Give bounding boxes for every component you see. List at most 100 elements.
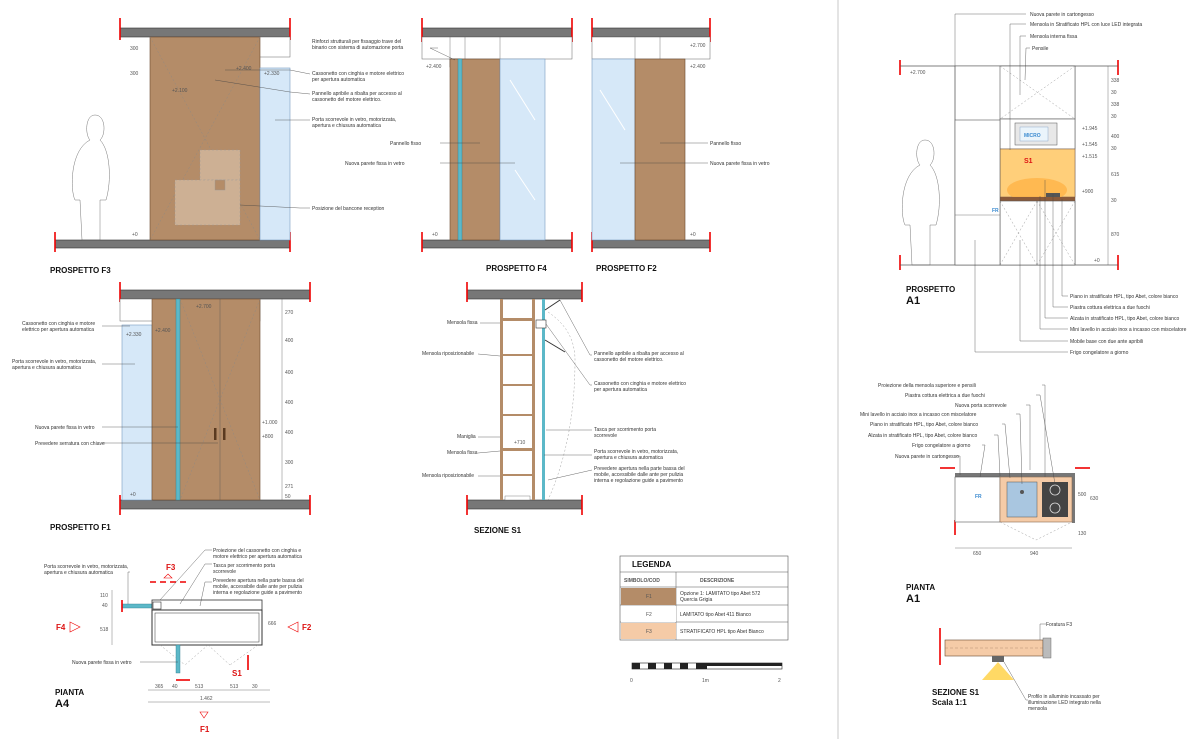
legend-col2: DESCRIZIONE: [700, 578, 735, 584]
dim-a4-518: 518: [100, 627, 109, 633]
dim-a4-666: 666: [268, 621, 277, 627]
label-s1-12: Porta scorrevole in vetro, motorizzata,: [594, 449, 678, 455]
label-s1d-4: mensola: [1028, 706, 1047, 712]
label-f1-4: apertura e chiusura automatica: [12, 365, 81, 371]
level-f2-2: +2.400: [690, 64, 706, 70]
dim-a4-110: 110: [100, 593, 108, 599]
scale-0: 0: [630, 678, 633, 684]
label-a4-10: Nuova parete fissa in vetro: [72, 660, 132, 666]
label-f3-4: cassonetto del motore elettrico.: [312, 97, 381, 103]
title-f2: PROSPETTO F2: [596, 264, 657, 273]
sink-icon: [1006, 481, 1038, 518]
dim-a4-b0: 365: [155, 684, 164, 690]
label-s1-10: Tasca per scorrimento porta: [594, 427, 656, 433]
elevation-f3: 300 300 +2.400 +2.100 +2.330 +0 Cassonet…: [50, 18, 404, 275]
level-a1-4: +1.515: [1082, 154, 1098, 160]
marker-f2-icon: [287, 621, 299, 633]
legend-col1: SIMBOLO/COD: [624, 578, 660, 584]
marker-a4-f2: F2: [302, 623, 312, 632]
label-s1-9: per apertura automatica: [594, 387, 647, 393]
section-s1-detail: Foratura F3 Profilo in alluminio incassa…: [932, 622, 1101, 712]
dim-a4-b1: 40: [172, 684, 178, 690]
dim-a1-0: 338: [1111, 78, 1120, 84]
legend-code-f2: F2: [646, 612, 652, 618]
label-a4-1: Porta scorrevole in vetro, motorizzata,: [44, 564, 128, 570]
label-f3-5: Porta scorrevole in vetro, motorizzata,: [312, 117, 396, 123]
label-a4-9: interna e regolazione guide a pavimento: [213, 590, 302, 596]
label-f3-1: Cassonetto con cinghia e motore elettric…: [312, 71, 404, 77]
hob-icon: [1042, 482, 1068, 517]
marker-f3-icon: [163, 573, 173, 579]
label-a1p-4: Mini lavello in acciaio inox a incasso c…: [860, 412, 977, 418]
label-s1-11: scorrevole: [594, 433, 617, 439]
legend-swatch-f3: [621, 623, 676, 639]
label-s1-8: Cassonetto con cinghia e motore elettric…: [594, 381, 686, 387]
level-f4-0: +0: [432, 232, 438, 238]
title-a1-elev-small: PROSPETTO: [906, 285, 955, 294]
label-a1-4: Pensile: [1032, 46, 1049, 52]
label-a4-2: apertura e chiusura automatica: [44, 570, 113, 576]
elevation-a1: MICRO S1 FR 338 30 338 30 400 30 615 30 …: [899, 12, 1187, 356]
legend-swatch-f2: [621, 606, 676, 622]
label-a4-5: Tasca per scorrimento porta: [213, 563, 275, 569]
label-a1p-1: Proiezione della mensola superiore e pen…: [878, 383, 976, 389]
dim-a4-total: 1.462: [200, 696, 213, 702]
dim-a4-b3: 513: [230, 684, 239, 690]
label-a1p-5: Piano in stratificato HPL, tipo Abet, co…: [870, 422, 978, 428]
title-a1-elev-big: A1: [906, 295, 920, 307]
label-f4-4: Nuova parete fissa in vetro: [345, 161, 405, 167]
label-s1-2: Mensola riposizionabile: [422, 351, 474, 357]
section-s1: +710 Mensola fissa Mensola riposizionabi…: [422, 282, 686, 535]
level-f3-2: +2.100: [172, 88, 188, 94]
label-s1-14: Prevedere apertura nella parte bassa del: [594, 466, 685, 472]
label-f3-7: Posizione del bancone reception: [312, 206, 384, 212]
title-f1: PROSPETTO F1: [50, 523, 111, 532]
led-light-cone: [982, 662, 1014, 680]
plan-a4: F3 F4 F2 F1 S1 110 40 518 666 365 40 513…: [44, 548, 312, 734]
elevation-f2: +2.700 +2.400 +0 Pannello fisso Nuova pa…: [591, 18, 770, 273]
level-f1-5: +800: [262, 434, 273, 440]
level-a1-0: +0: [1094, 258, 1100, 264]
dim-a1-3: 30: [1111, 114, 1117, 120]
level-f2-1: +2.700: [690, 43, 706, 49]
label-f1-2: elettrico per apertura automatica: [22, 327, 94, 333]
dim-f1-2: 400: [285, 370, 294, 376]
marker-a4-s1: S1: [232, 669, 242, 678]
dim-a1p-650: 650: [973, 551, 982, 557]
label-f3-3: Pannello apribile a ribalta per accesso …: [312, 91, 402, 97]
legend-desc-f1a: Opzione 1: LAMITATO tipo Abet 572: [680, 591, 761, 597]
marker-a4-f4: F4: [56, 623, 66, 632]
label-s1d-3: illuminazione LED integrato nella: [1028, 700, 1101, 706]
level-f3-3: +2.330: [264, 71, 280, 77]
label-f3-6: apertura e chiusura automatica: [312, 123, 381, 129]
title-a4-small: PIANTA: [55, 688, 84, 697]
level-a1-2: +1.945: [1082, 126, 1098, 132]
label-s1-7: cassonetto del motore elettrico.: [594, 357, 663, 363]
label-f4-1: Rinforzi strutturali per fissaggio trave…: [312, 39, 401, 45]
label-s1-4: Mensola fissa: [447, 450, 478, 456]
dim-a1p-940: 940: [1030, 551, 1039, 557]
marker-a4-f3: F3: [166, 563, 176, 572]
level-s1-1: +710: [514, 440, 525, 446]
dim-f1-4: 400: [285, 430, 294, 436]
level-f1-3: +2.330: [126, 332, 142, 338]
level-f1-2: +2.400: [155, 328, 171, 334]
legend-code-f3: F3: [646, 629, 652, 635]
legend-swatch-f1: [621, 588, 676, 605]
label-a1p-6: Alzata in stratificato HPL, tipo Abet, c…: [868, 433, 977, 439]
dim-a1-2: 338: [1111, 102, 1120, 108]
dim-a1-5: 30: [1111, 146, 1117, 152]
dim-a1-1: 30: [1111, 90, 1117, 96]
dim-f3-1: 300: [130, 46, 139, 52]
dim-f1-6: 271: [285, 484, 294, 490]
legend-desc-f1b: Quercia Grigia: [680, 597, 712, 603]
elevation-f4: +2.400 +0 Rinforzi strutturali per fissa…: [312, 18, 573, 273]
dim-f1-7: 50: [285, 494, 291, 500]
dim-a1-8: 870: [1111, 232, 1120, 238]
dim-a4-b2: 513: [195, 684, 204, 690]
marker-f1-icon: [199, 711, 209, 719]
label-f1-3: Porta scorrevole in vetro, motorizzata,: [12, 359, 96, 365]
label-s1-16: interna e regolazione guide a pavimento: [594, 478, 683, 484]
label-s1d-2: Profilo in alluminio incassato per: [1028, 694, 1100, 700]
title-s1: SEZIONE S1: [474, 526, 522, 535]
